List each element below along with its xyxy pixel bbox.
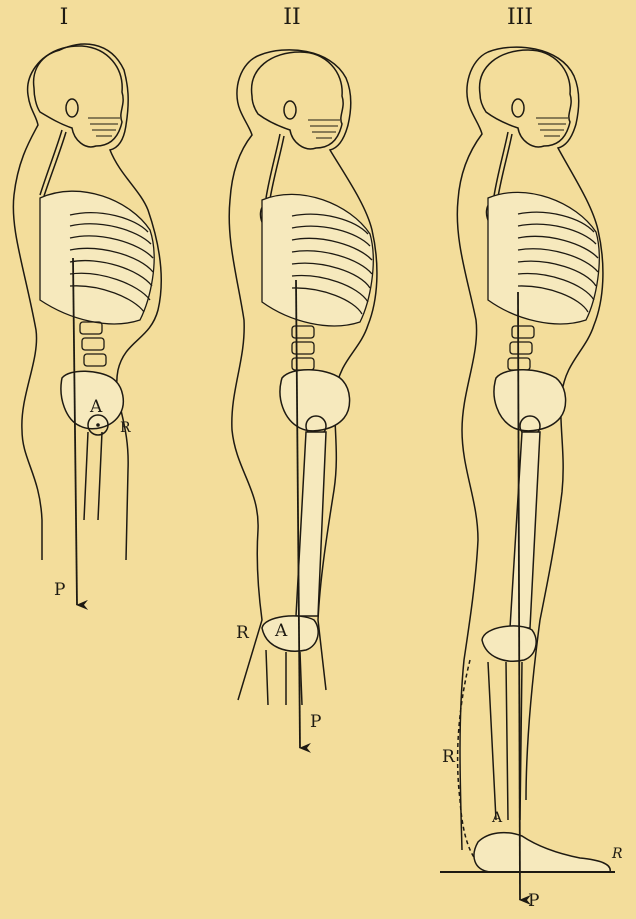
panel-3-label-p: P xyxy=(528,891,539,911)
panel-3-lumbar-spine xyxy=(508,326,534,370)
panel-2-label-r: R xyxy=(236,623,250,643)
panel-3-cervical-spine xyxy=(494,132,512,197)
panel-2-cervical-spine xyxy=(266,134,284,199)
panel-3-tibia xyxy=(488,662,522,820)
corner-mark: R xyxy=(611,846,623,862)
panel-2-ribcage xyxy=(262,194,373,326)
panel-1-cervical-spine xyxy=(40,130,66,196)
panel-2-jaw-teeth xyxy=(308,120,340,138)
panel-2-label-a: A xyxy=(274,621,288,641)
panel-1-lumbar-spine xyxy=(80,322,106,366)
panel-3-jaw-teeth xyxy=(536,118,568,136)
panel-2-gravity-line xyxy=(296,280,300,748)
panel-2-femur xyxy=(296,432,326,616)
panel-3-skull xyxy=(480,50,572,147)
panel-1-numeral: I xyxy=(60,5,69,30)
panel-1: I xyxy=(13,5,161,605)
panel-1-ribcage xyxy=(40,191,154,324)
panel-2-lumbar-spine xyxy=(292,326,314,370)
panel-3: III A R P R xyxy=(440,5,623,911)
panel-1-label-r: R xyxy=(120,420,131,436)
panel-2: II A R P xyxy=(229,5,377,748)
panel-3-pelvis xyxy=(494,370,566,431)
panel-3-numeral: III xyxy=(507,5,533,30)
panel-3-label-a: A xyxy=(491,810,503,826)
panel-1-label-p: P xyxy=(54,580,65,600)
panel-3-knee xyxy=(482,626,536,661)
panel-2-skull xyxy=(252,52,344,149)
panel-1-label-a: A xyxy=(89,397,103,417)
panel-2-ear xyxy=(284,101,296,119)
panel-1-skull xyxy=(34,46,124,147)
panel-1-jaw-teeth xyxy=(88,118,120,136)
panel-3-label-r: R xyxy=(442,747,456,767)
panel-3-femur xyxy=(510,432,540,628)
panel-1-ear xyxy=(66,99,78,117)
panel-2-label-p: P xyxy=(310,712,321,732)
panel-2-pelvis xyxy=(280,370,350,431)
panel-2-knee xyxy=(262,616,318,651)
panel-1-femur xyxy=(84,432,102,520)
panel-3-ear xyxy=(512,99,524,117)
panel-3-ribcage xyxy=(488,192,599,324)
panel-2-tibia xyxy=(266,650,302,705)
panel-2-numeral: II xyxy=(283,5,300,30)
panel-3-foot xyxy=(474,833,610,872)
